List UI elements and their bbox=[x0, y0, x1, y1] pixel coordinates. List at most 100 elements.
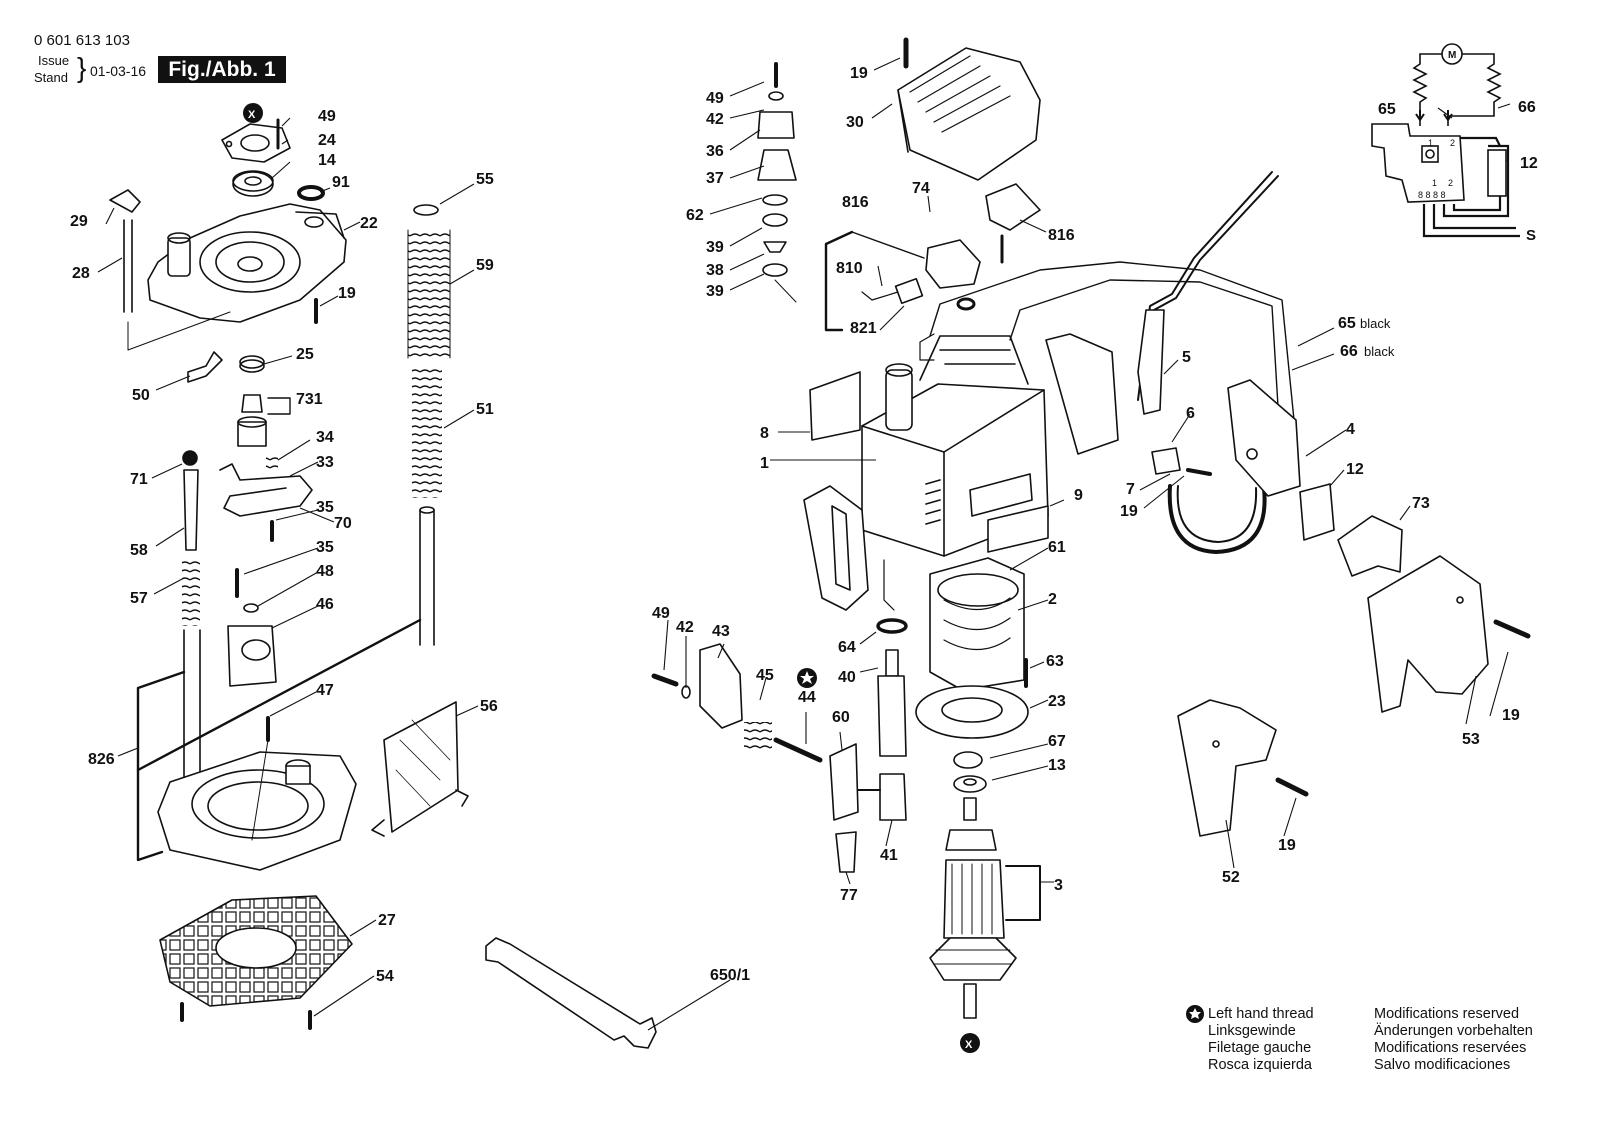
label-part bbox=[809, 371, 861, 441]
bearing-part bbox=[232, 170, 274, 197]
legend-line-2: Linksgewinde bbox=[1208, 1023, 1296, 1039]
callout-4: 4 bbox=[1346, 421, 1355, 438]
clip-part bbox=[109, 189, 141, 213]
callout-61: 61 bbox=[1048, 539, 1066, 556]
callout-27: 27 bbox=[378, 912, 396, 929]
callout-70: 70 bbox=[334, 515, 352, 532]
callout-66b: 66 bbox=[1340, 343, 1358, 360]
callout-66: 66 bbox=[1518, 99, 1536, 116]
schematic-label-cend: S bbox=[1526, 227, 1536, 244]
callout-19b: 19 bbox=[850, 65, 868, 82]
callout-67: 67 bbox=[1048, 733, 1066, 750]
cable-sleeve-part bbox=[1137, 309, 1165, 415]
callout-60: 60 bbox=[832, 709, 850, 726]
top-cover-plate bbox=[221, 123, 291, 163]
knob-stack bbox=[757, 62, 797, 303]
callout-49b: 49 bbox=[706, 90, 724, 107]
callout-56: 56 bbox=[480, 698, 498, 715]
callout-19a: 19 bbox=[338, 285, 356, 302]
spindle-part bbox=[877, 675, 907, 757]
callout-45: 45 bbox=[756, 667, 774, 684]
callout-42b: 42 bbox=[676, 619, 694, 636]
callout-77: 77 bbox=[840, 887, 858, 904]
notice-line-2: Änderungen vorbehalten bbox=[1374, 1023, 1533, 1039]
rod-part bbox=[123, 219, 133, 313]
callout-63: 63 bbox=[1046, 653, 1064, 670]
callout-12a: 12 bbox=[1520, 155, 1538, 172]
callout-13: 13 bbox=[1048, 757, 1066, 774]
callout-55: 55 bbox=[476, 171, 494, 188]
callout-826: 826 bbox=[88, 751, 115, 768]
schematic-label-p1: 1 bbox=[1432, 178, 1437, 188]
callout-2: 2 bbox=[1048, 591, 1057, 608]
schematic-label-c2: 2 bbox=[1450, 138, 1455, 148]
nut-part bbox=[239, 355, 265, 373]
callout-23: 23 bbox=[1048, 693, 1066, 710]
left-handle-part bbox=[803, 485, 869, 611]
callout-25: 25 bbox=[296, 346, 314, 363]
callout-821: 821 bbox=[850, 320, 877, 337]
bracket-73-part bbox=[1337, 515, 1403, 577]
armature-part bbox=[929, 797, 1017, 1019]
callout-36: 36 bbox=[706, 143, 724, 160]
wiring-schematic bbox=[1371, 43, 1520, 238]
callout-19d: 19 bbox=[1502, 707, 1520, 724]
sub-base-part bbox=[159, 895, 353, 1007]
issue-brace: } bbox=[77, 52, 87, 83]
callout-91: 91 bbox=[332, 174, 350, 191]
brush-holder-part bbox=[925, 183, 1041, 289]
schematic-label-black_65: black bbox=[1360, 316, 1391, 331]
callout-46: 46 bbox=[316, 596, 334, 613]
notice-line-4: Salvo modificaciones bbox=[1374, 1057, 1511, 1073]
schematic-label-c1: 1 bbox=[1428, 138, 1433, 148]
collet-part bbox=[237, 394, 267, 447]
callout-38: 38 bbox=[706, 262, 724, 279]
callout-19e: 19 bbox=[1278, 837, 1296, 854]
callout-58: 58 bbox=[130, 542, 148, 559]
callout-57: 57 bbox=[130, 590, 148, 607]
legend-line-3: Filetage gauche bbox=[1208, 1040, 1312, 1056]
bracket-part bbox=[219, 463, 313, 517]
issue-date: 01-03-16 bbox=[90, 63, 147, 79]
issue-label: Issue bbox=[38, 53, 70, 68]
callout-65: 65 bbox=[1378, 101, 1396, 118]
notice-line-3: Modifications reservées bbox=[1374, 1040, 1527, 1056]
schematic-label-p2: 2 bbox=[1448, 178, 1453, 188]
wrench-part bbox=[485, 937, 657, 1049]
capacitor-part bbox=[1299, 483, 1335, 541]
callout-816a: 816 bbox=[842, 194, 869, 211]
main-housing-part bbox=[861, 335, 1049, 557]
callout-1: 1 bbox=[760, 455, 769, 472]
callout-6: 6 bbox=[1186, 405, 1195, 422]
callout-74: 74 bbox=[912, 180, 930, 197]
switch-part bbox=[1227, 379, 1301, 497]
brush-part bbox=[894, 277, 924, 305]
callout-54: 54 bbox=[376, 968, 394, 985]
x-marker-bottom-icon bbox=[960, 1033, 980, 1053]
callout-816b: 816 bbox=[1048, 227, 1075, 244]
callout-44: 44 bbox=[798, 689, 816, 706]
notice-line-1: Modifications reserved bbox=[1374, 1006, 1520, 1022]
callout-50: 50 bbox=[132, 387, 150, 404]
callout-49a: 49 bbox=[318, 108, 336, 125]
legend-line-1: Left hand thread bbox=[1208, 1006, 1314, 1022]
ball-part bbox=[182, 450, 198, 466]
callout-7: 7 bbox=[1126, 481, 1135, 498]
spring-51-part bbox=[412, 368, 442, 498]
callout-37: 37 bbox=[706, 170, 724, 187]
callout-24: 24 bbox=[318, 132, 336, 149]
part-number: 0 601 613 103 bbox=[34, 32, 130, 49]
callout-28: 28 bbox=[72, 265, 90, 282]
chip-shield-part bbox=[371, 701, 469, 837]
x-marker-top-icon bbox=[243, 103, 263, 123]
callout-42a: 42 bbox=[706, 111, 724, 128]
right-handle-part bbox=[1367, 555, 1489, 713]
callout-35b: 35 bbox=[316, 539, 334, 556]
schematic-label-prow: 8 8 8 8 bbox=[1418, 190, 1446, 200]
motor-cap-part bbox=[897, 47, 1041, 181]
depth-stop-part bbox=[227, 625, 277, 687]
wing-nut-part bbox=[187, 351, 223, 383]
callout-47: 47 bbox=[316, 682, 334, 699]
